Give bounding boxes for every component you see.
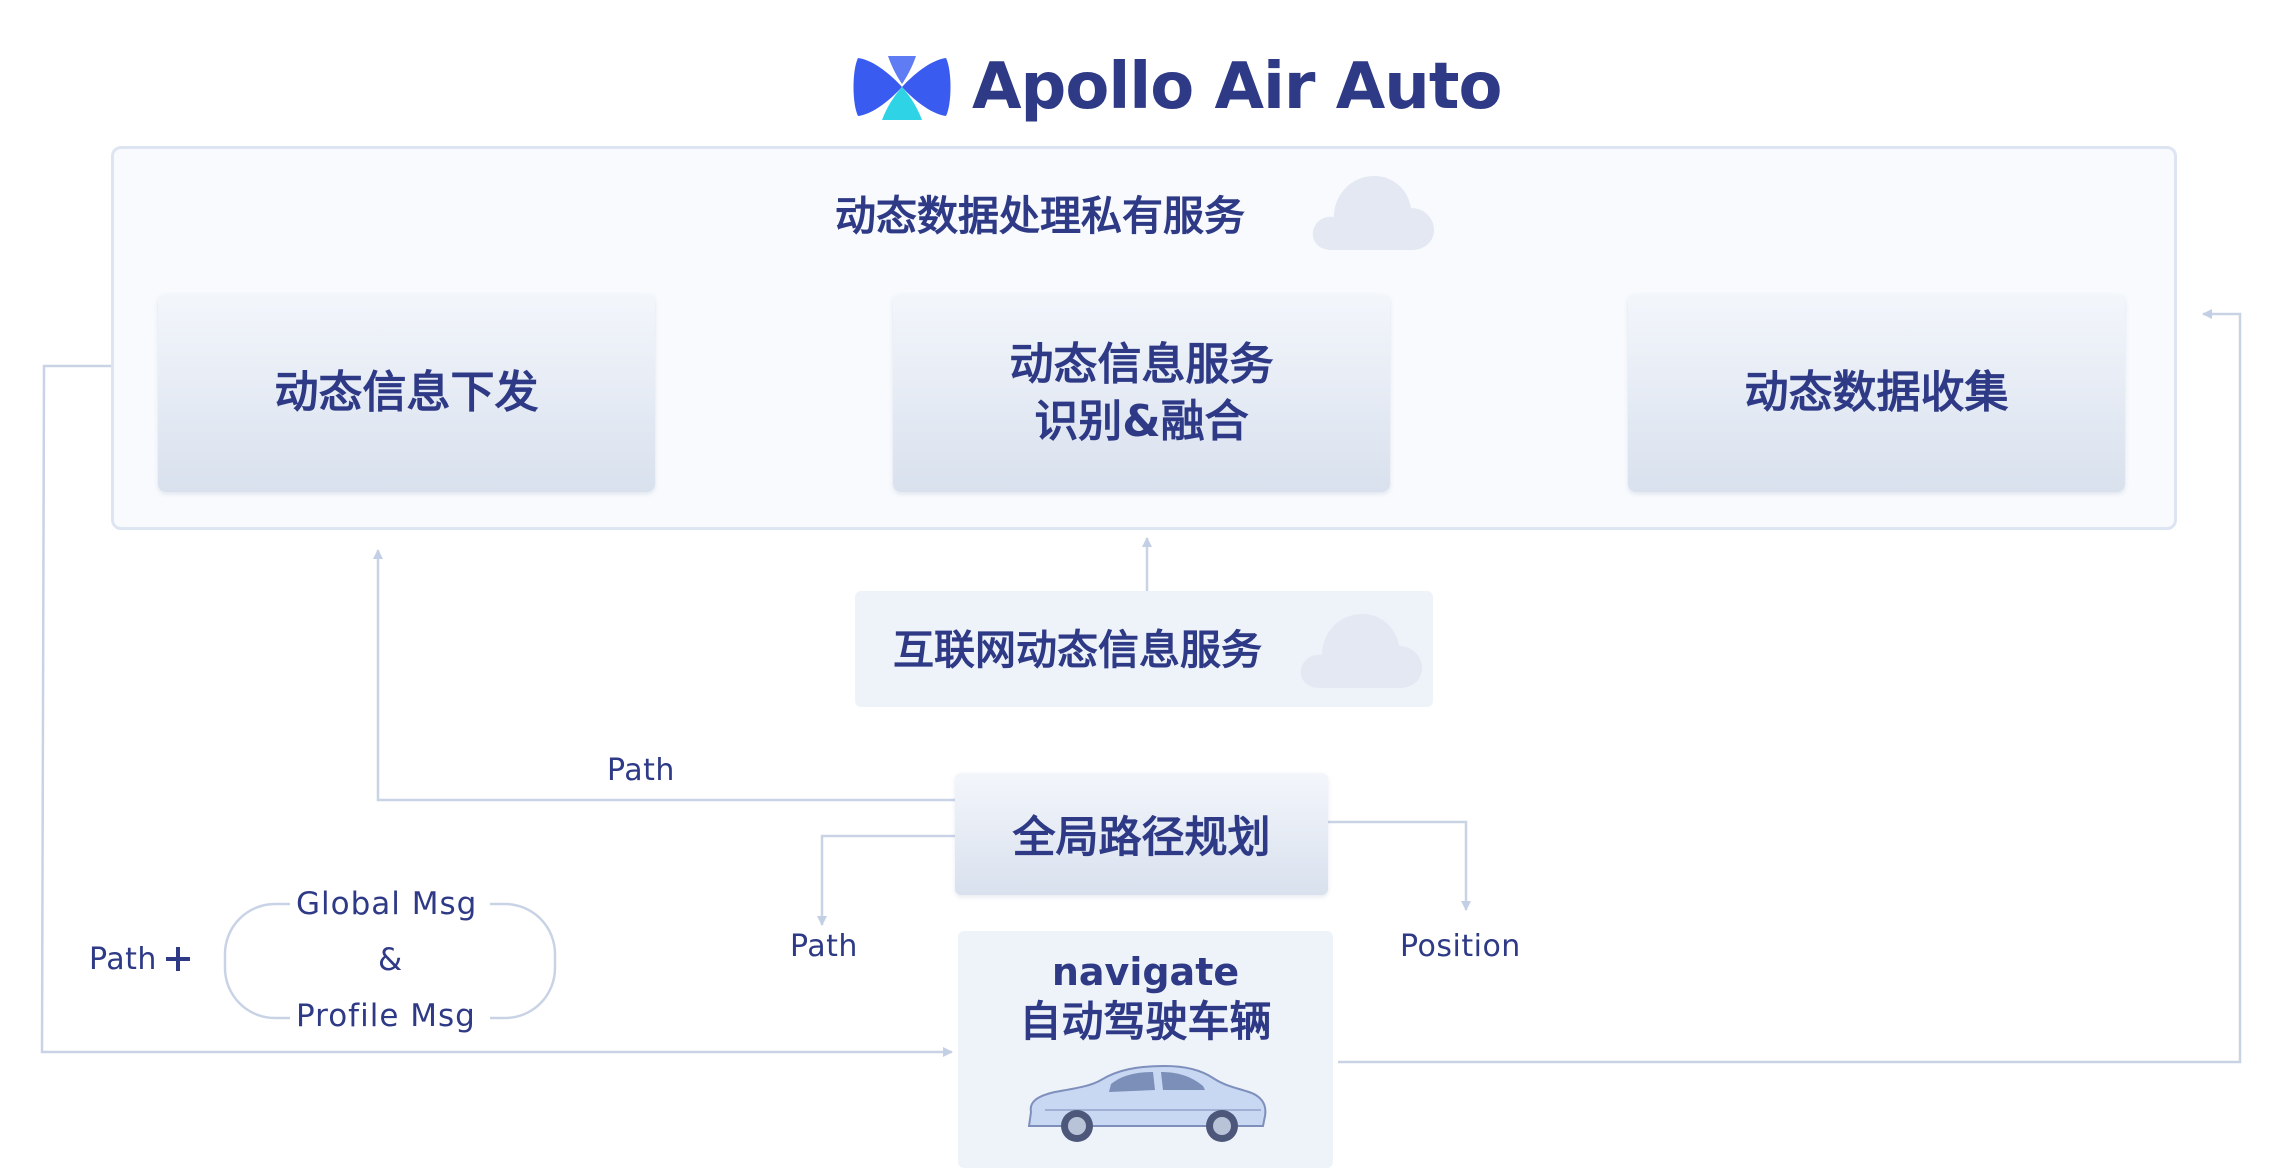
dynamic-info-fusion-box: 动态信息服务 识别&融合	[893, 294, 1390, 492]
profile-msg-label: Profile Msg	[290, 996, 482, 1036]
arrow-planner-path-up	[373, 549, 955, 802]
global-path-planning-box: 全局路径规划	[955, 773, 1328, 895]
car-icon	[1027, 1064, 1267, 1142]
message-bracket	[223, 902, 557, 1020]
cloud-icon	[1312, 176, 1434, 250]
internet-service-label: 互联网动态信息服务	[893, 626, 1262, 674]
edge-label-path-plus: Path	[89, 942, 157, 977]
fusion-label-line1: 动态信息服务	[1009, 338, 1274, 390]
plus-icon	[166, 947, 190, 971]
release-label: 动态信息下发	[274, 367, 539, 419]
apollo-logo-icon	[853, 56, 951, 120]
fusion-label-line2: 识别&融合	[1034, 396, 1249, 447]
edge-label-path-down: Path	[790, 929, 858, 964]
cloud-icon	[1300, 614, 1422, 688]
dynamic-info-release-box: 动态信息下发	[158, 294, 655, 492]
arrow-planner-position	[1328, 820, 1471, 911]
arrow-planner-path-down	[817, 834, 955, 926]
arrow-vehicle-to-panel	[1338, 309, 2242, 1064]
arrow-panel-to-vehicle	[40, 364, 953, 1057]
vehicle-title-cn: 自动驾驶车辆	[1019, 997, 1272, 1046]
dynamic-data-collect-box: 动态数据收集	[1628, 294, 2125, 492]
edge-label-path-up: Path	[607, 753, 675, 788]
private-service-title: 动态数据处理私有服务	[835, 192, 1245, 240]
collect-label: 动态数据收集	[1744, 367, 2009, 419]
brand-title: Apollo Air Auto	[972, 50, 1502, 124]
vehicle-title-en: navigate	[1051, 950, 1240, 994]
edge-label-position: Position	[1400, 929, 1521, 964]
global-msg-label: Global Msg	[290, 884, 484, 924]
ampersand-label: &	[372, 940, 410, 980]
planner-label: 全局路径规划	[1012, 813, 1271, 863]
autonomous-vehicle-box	[958, 931, 1333, 1168]
